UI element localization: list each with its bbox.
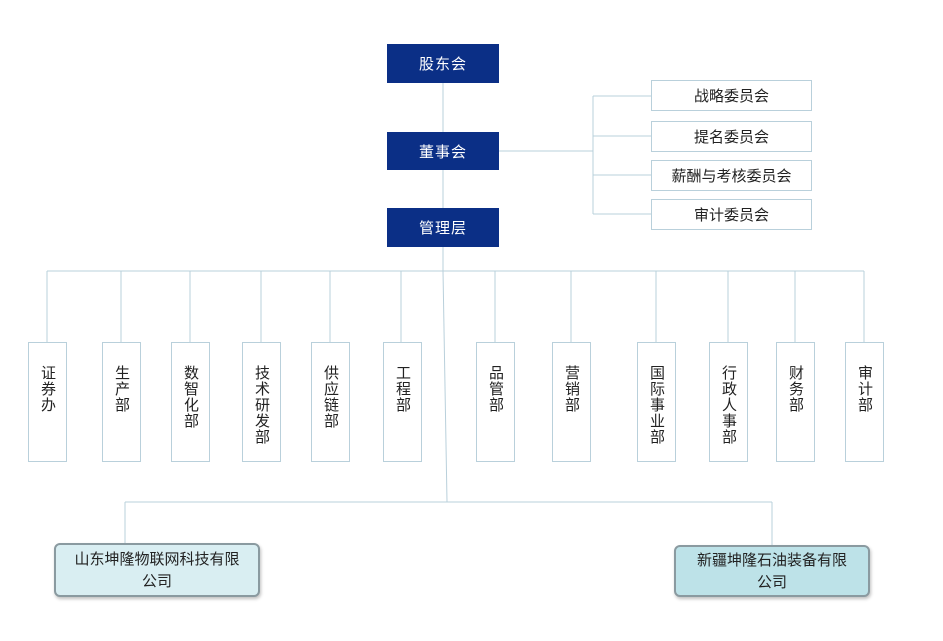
committee-label: 审计委员会 xyxy=(693,206,769,224)
committee-audit: 审计委员会 xyxy=(651,199,812,230)
shareholders-meeting-label: 股东会 xyxy=(418,55,467,73)
subsidiary-shandong: 山东坤隆物联网科技有限公司 xyxy=(54,543,260,597)
subsidiary-label: 山东坤隆物联网科技有限公司 xyxy=(74,550,240,590)
subsidiary-label: 新疆坤隆石油装备有限公司 xyxy=(696,551,847,591)
dept-marketing: 营销部 xyxy=(552,342,591,462)
dept-label: 技术研发部 xyxy=(253,365,271,445)
dept-admin-hr: 行政人事部 xyxy=(709,342,748,462)
committee-label: 薪酬与考核委员会 xyxy=(671,167,792,185)
board-of-directors-label: 董事会 xyxy=(418,142,467,161)
dept-engineering: 工程部 xyxy=(383,342,422,462)
dept-production: 生产部 xyxy=(102,342,141,462)
committee-nomination: 提名委员会 xyxy=(651,121,812,152)
dept-digital-intelligence: 数智化部 xyxy=(171,342,210,462)
dept-rnd: 技术研发部 xyxy=(242,342,281,462)
committee-label: 提名委员会 xyxy=(693,128,769,146)
committee-label: 战略委员会 xyxy=(693,87,769,105)
dept-label: 国际事业部 xyxy=(648,365,666,445)
dept-audit: 审计部 xyxy=(845,342,884,462)
subsidiary-xinjiang: 新疆坤隆石油装备有限公司 xyxy=(674,545,870,597)
dept-label: 生产部 xyxy=(113,365,131,413)
dept-label: 数智化部 xyxy=(182,365,200,429)
dept-quality: 品管部 xyxy=(476,342,515,462)
dept-label: 财务部 xyxy=(787,365,805,413)
dept-supply-chain: 供应链部 xyxy=(311,342,350,462)
management-label: 管理层 xyxy=(418,219,467,237)
board-of-directors-box: 董事会 xyxy=(387,132,499,170)
dept-international: 国际事业部 xyxy=(637,342,676,462)
dept-label: 行政人事部 xyxy=(720,365,738,445)
committee-strategy: 战略委员会 xyxy=(651,80,812,111)
dept-label: 审计部 xyxy=(856,365,874,413)
dept-finance: 财务部 xyxy=(776,342,815,462)
management-box: 管理层 xyxy=(387,208,499,247)
dept-label: 品管部 xyxy=(487,365,505,413)
shareholders-meeting-box: 股东会 xyxy=(387,44,499,83)
dept-label: 营销部 xyxy=(563,365,581,413)
dept-label: 供应链部 xyxy=(322,365,340,429)
committee-remuneration: 薪酬与考核委员会 xyxy=(651,160,812,191)
dept-label: 工程部 xyxy=(394,365,412,413)
dept-securities-office: 证券办 xyxy=(28,342,67,462)
dept-label: 证券办 xyxy=(39,365,57,413)
